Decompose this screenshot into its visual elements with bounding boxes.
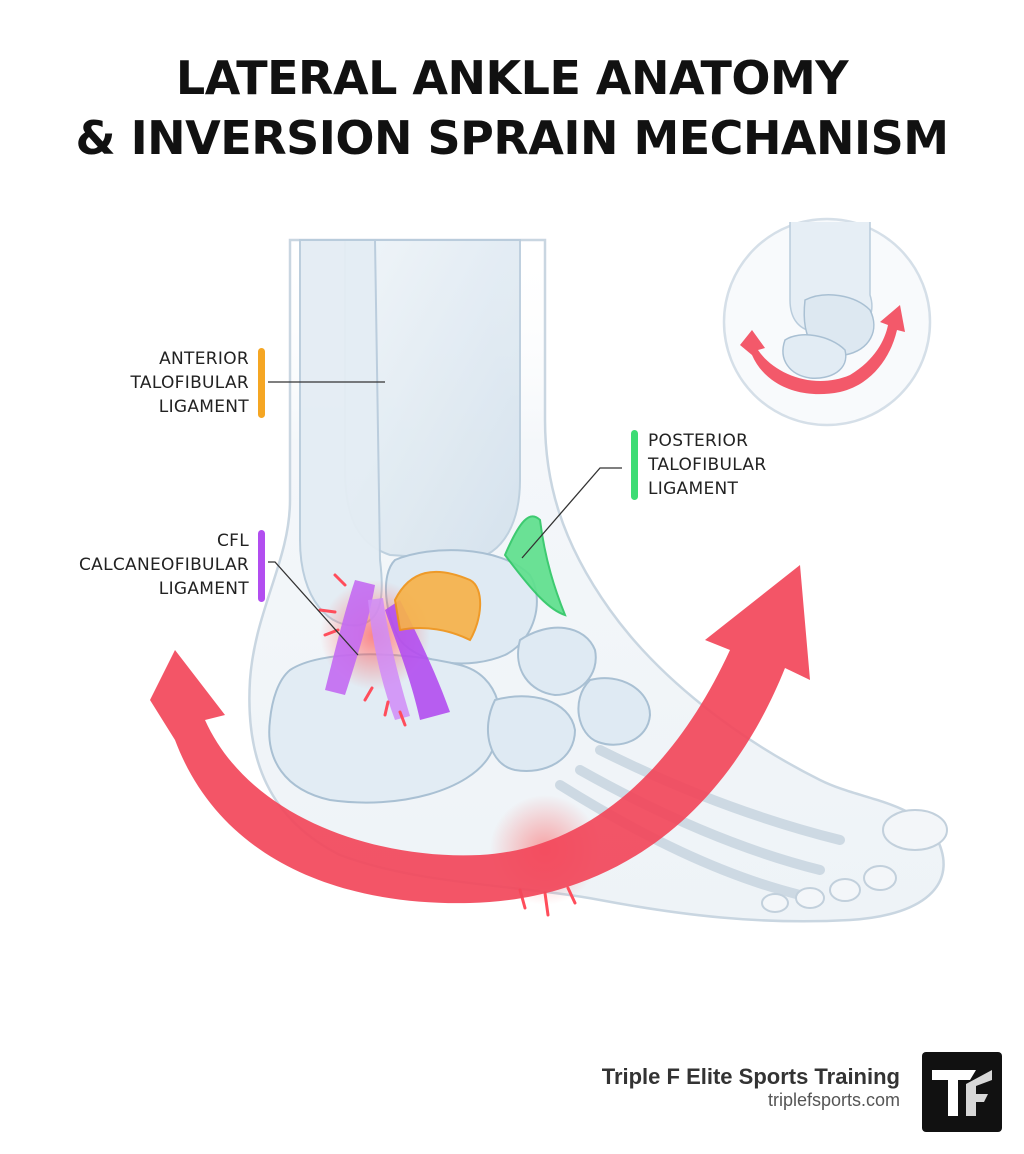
atfl-ligament bbox=[393, 570, 482, 642]
ptfl-label-line-2: TALOFIBULAR bbox=[648, 455, 767, 475]
cfl-label: CFL CALCANEOFIBULAR LIGAMENT bbox=[79, 529, 249, 601]
brand-url[interactable]: triplefsports.com bbox=[767, 1090, 900, 1110]
inset-inversion-view bbox=[722, 217, 932, 427]
title-line-2: & INVERSION SPRAIN MECHANISM bbox=[75, 111, 949, 165]
cuneiform-bone bbox=[577, 677, 652, 746]
cfl-label-line-3: LIGAMENT bbox=[158, 579, 249, 599]
fibula-bone bbox=[299, 239, 383, 627]
atfl-label-line-2: TALOFIBULAR bbox=[130, 373, 249, 393]
ptfl-label-line-1: POSTERIOR bbox=[648, 431, 749, 451]
ptfl-leader-line bbox=[521, 467, 622, 559]
brand-logo bbox=[922, 1052, 1002, 1132]
cfl-label-line-1: CFL bbox=[216, 531, 249, 551]
cfl-leader-line bbox=[268, 561, 359, 656]
toes bbox=[761, 809, 948, 913]
tf-logo-icon bbox=[932, 1070, 992, 1116]
ptfl-label-line-3: LIGAMENT bbox=[648, 479, 739, 499]
metatarsal-bones bbox=[555, 745, 845, 900]
atfl-label: ANTERIOR TALOFIBULAR LIGAMENT bbox=[131, 347, 249, 419]
page-title: LATERAL ANKLE ANATOMY & INVERSION SPRAIN… bbox=[0, 48, 1024, 168]
cfl-color-bar bbox=[258, 530, 265, 602]
cuboid-bone bbox=[486, 695, 577, 772]
brand-name: Triple F Elite Sports Training bbox=[601, 1064, 900, 1089]
atfl-color-bar bbox=[258, 348, 265, 418]
ptfl-label: POSTERIOR TALOFIBULAR LIGAMENT bbox=[648, 429, 766, 501]
injury-burst-marks bbox=[318, 573, 577, 917]
atfl-label-line-3: LIGAMENT bbox=[158, 397, 249, 417]
cfl-label-line-2: CALCANEOFIBULAR bbox=[78, 555, 249, 575]
title-line-1: LATERAL ANKLE ANATOMY bbox=[175, 51, 849, 105]
inversion-arrow bbox=[150, 565, 810, 904]
atfl-label-line-1: ANTERIOR bbox=[159, 349, 249, 369]
ptfl-color-bar bbox=[631, 430, 638, 500]
navicular-bone bbox=[517, 626, 597, 697]
ptfl-ligament bbox=[503, 515, 567, 617]
